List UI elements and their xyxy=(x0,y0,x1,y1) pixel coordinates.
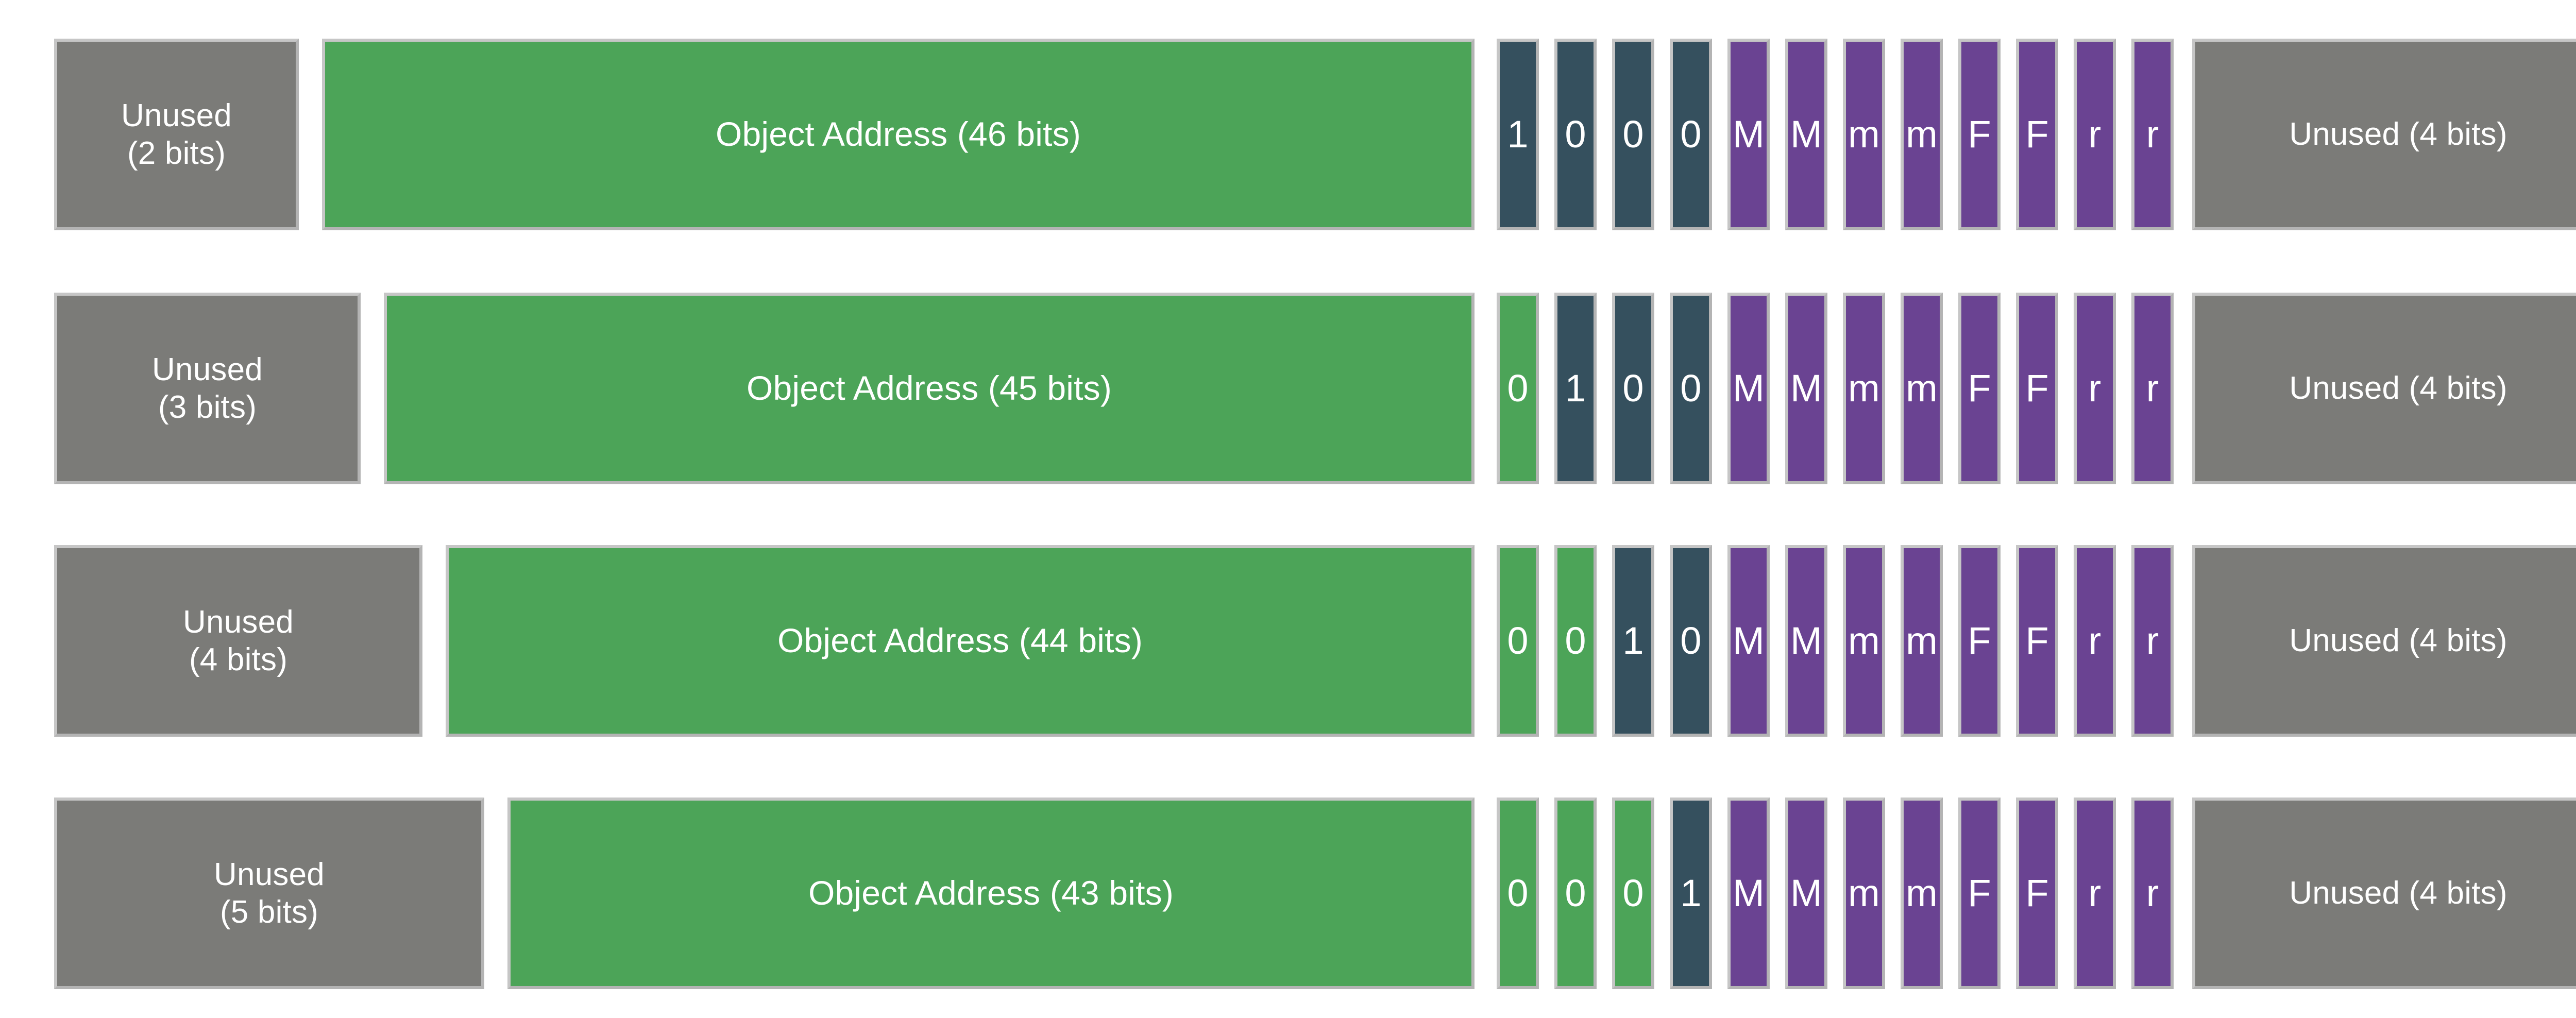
bit-cell: m xyxy=(1843,293,1885,484)
bit-cell: m xyxy=(1901,39,1943,230)
bit-cell: m xyxy=(1901,798,1943,989)
bit-cell: F xyxy=(2016,39,2058,230)
object-address-block: Object Address (46 bits) xyxy=(322,39,1475,230)
unused-right-block: Unused (4 bits) xyxy=(2192,798,2576,989)
unused-right-block: Unused (4 bits) xyxy=(2192,293,2576,484)
bit-cell: r xyxy=(2074,293,2116,484)
bit-cell: r xyxy=(2131,293,2174,484)
bit-cell: F xyxy=(1958,798,2001,989)
bit-cell: M xyxy=(1727,545,1770,737)
object-address-block: Object Address (44 bits) xyxy=(446,545,1475,737)
bit-cell: m xyxy=(1843,798,1885,989)
bit-cell: F xyxy=(1958,545,2001,737)
bit-cell: M xyxy=(1727,798,1770,989)
bit-cell: F xyxy=(2016,798,2058,989)
unused-left-block: Unused (4 bits) xyxy=(54,545,422,737)
bit-cell: 1 xyxy=(1670,798,1712,989)
bit-cell: r xyxy=(2131,545,2174,737)
bit-cell: F xyxy=(1958,293,2001,484)
unused-left-block: Unused (5 bits) xyxy=(54,798,484,989)
bit-cell: r xyxy=(2074,798,2116,989)
bit-cell: 0 xyxy=(1554,545,1597,737)
bit-cell: M xyxy=(1785,293,1827,484)
bit-cell: r xyxy=(2131,798,2174,989)
unused-right-block: Unused (4 bits) xyxy=(2192,545,2576,737)
bit-cell: r xyxy=(2074,39,2116,230)
bit-cell: F xyxy=(2016,545,2058,737)
bit-cell: 1 xyxy=(1612,545,1654,737)
bit-cell: r xyxy=(2074,545,2116,737)
bit-cell: 0 xyxy=(1497,293,1539,484)
unused-left-block: Unused (3 bits) xyxy=(54,293,361,484)
object-address-block: Object Address (45 bits) xyxy=(384,293,1475,484)
bit-cell: 0 xyxy=(1670,545,1712,737)
bit-cell: 1 xyxy=(1497,39,1539,230)
bit-cell: 0 xyxy=(1670,39,1712,230)
bit-cell: M xyxy=(1727,39,1770,230)
unused-right-block: Unused (4 bits) xyxy=(2192,39,2576,230)
bit-cell: m xyxy=(1843,39,1885,230)
bit-cell: m xyxy=(1843,545,1885,737)
bit-cell: m xyxy=(1901,545,1943,737)
bit-cell: M xyxy=(1727,293,1770,484)
bit-cell: 0 xyxy=(1554,39,1597,230)
bit-cell: r xyxy=(2131,39,2174,230)
bit-cell: 0 xyxy=(1497,798,1539,989)
bit-cell: F xyxy=(1958,39,2001,230)
bit-cell: 1 xyxy=(1554,293,1597,484)
bit-cell: 0 xyxy=(1670,293,1712,484)
bit-cell: 0 xyxy=(1554,798,1597,989)
bit-cell: 0 xyxy=(1612,798,1654,989)
bit-cell: 0 xyxy=(1612,293,1654,484)
bit-cell: F xyxy=(2016,293,2058,484)
object-address-block: Object Address (43 bits) xyxy=(507,798,1475,989)
unused-left-block: Unused (2 bits) xyxy=(54,39,299,230)
bit-cell: M xyxy=(1785,545,1827,737)
bit-cell: M xyxy=(1785,798,1827,989)
bit-cell: 0 xyxy=(1612,39,1654,230)
bit-cell: m xyxy=(1901,293,1943,484)
bit-cell: M xyxy=(1785,39,1827,230)
bit-cell: 0 xyxy=(1497,545,1539,737)
